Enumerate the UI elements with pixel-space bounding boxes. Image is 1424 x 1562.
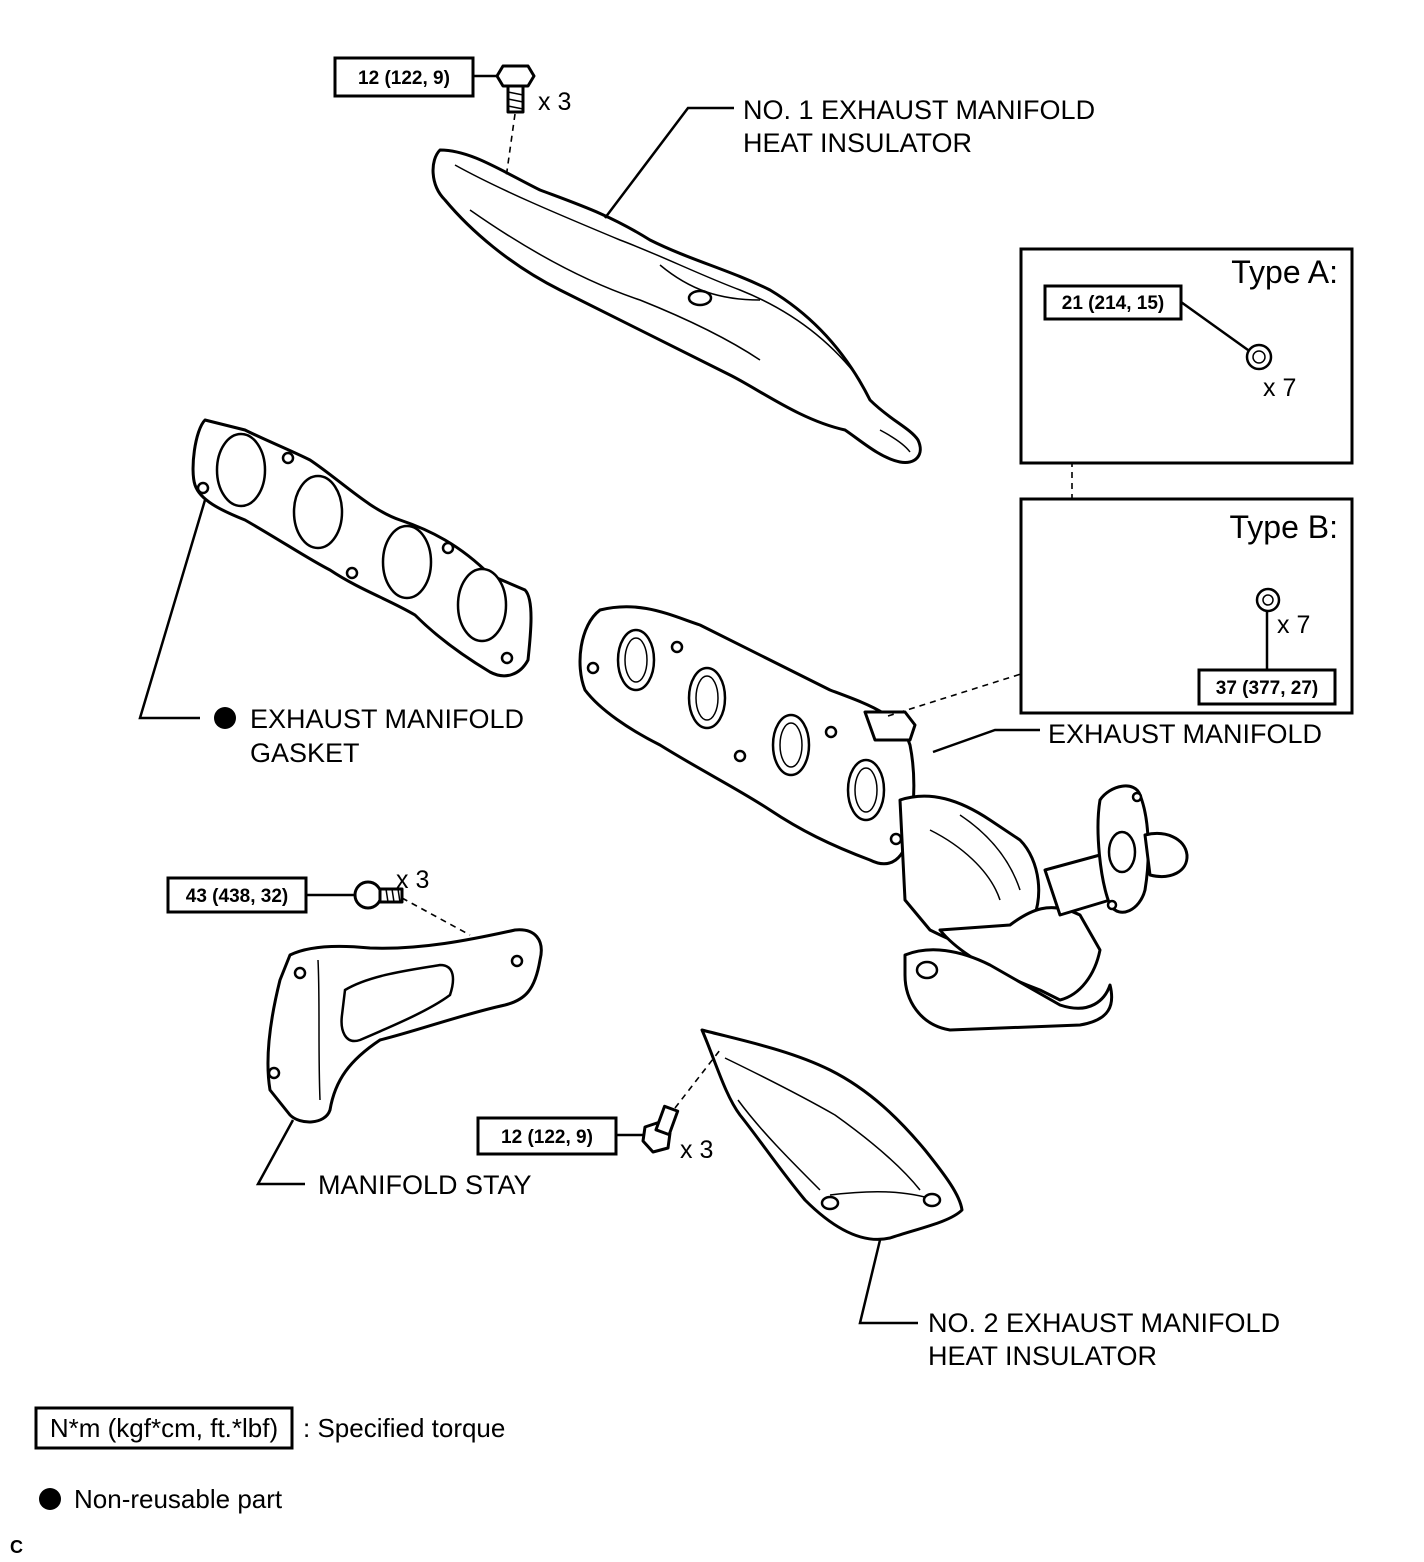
stay-qty: x 3 [396, 866, 429, 894]
gasket-label-line2: GASKET [250, 738, 360, 768]
legend-torque: N*m (kgf*cm, ft.*lbf) : Specified torque [34, 1406, 505, 1450]
nonreusable-dot-icon [39, 1488, 61, 1510]
insulator-1-bolt [495, 64, 536, 179]
exhaust-manifold-part [578, 605, 1189, 1032]
insulator-2-label-line2: HEAT INSULATOR [928, 1341, 1157, 1371]
legend-nonreusable: Non-reusable part [39, 1484, 283, 1514]
insulator-2-qty: x 3 [680, 1136, 713, 1164]
type-a-qty: x 7 [1263, 374, 1296, 402]
exhaust-manifold-gasket-part [191, 418, 533, 678]
corner-code: C [10, 1537, 23, 1557]
insulator-1-label-line1: NO. 1 EXHAUST MANIFOLD [743, 95, 1095, 125]
legend-torque-desc: : Specified torque [303, 1413, 505, 1443]
insulator-1-torque-box: 12 (122, 9) [333, 56, 497, 98]
type-b-torque-text: 37 (377, 27) [1216, 678, 1318, 699]
type-b-qty: x 7 [1277, 611, 1310, 639]
type-a-box: Type A: 21 (214, 15) x 7 [1019, 247, 1354, 465]
insulator-2-torque-box: 12 (122, 9) [476, 1116, 643, 1156]
insulator-2-torque-text: 12 (122, 9) [501, 1127, 593, 1148]
legend-torque-unit: N*m (kgf*cm, ft.*lbf) [50, 1413, 278, 1443]
insulator-2-label-line1: NO. 2 EXHAUST MANIFOLD [928, 1308, 1280, 1338]
no1-heat-insulator-part [431, 148, 922, 465]
insulator-1-torque-text: 12 (122, 9) [358, 68, 450, 89]
insulator-1-qty: x 3 [538, 88, 571, 116]
gasket-nonreusable-dot [214, 707, 236, 729]
type-a-torque-text: 21 (214, 15) [1062, 293, 1164, 314]
type-b-box: Type B: x 7 37 (377, 27) [1019, 497, 1354, 715]
no2-heat-insulator-part [700, 1028, 964, 1241]
type-b-title: Type B: [1230, 509, 1339, 545]
manifold-stay-part [266, 928, 543, 1124]
stay-torque-text: 43 (438, 32) [186, 886, 288, 907]
insulator-2-bolt [641, 1049, 721, 1154]
legend-nonreusable-desc: Non-reusable part [74, 1484, 283, 1514]
type-a-title: Type A: [1231, 254, 1338, 290]
insulator-1-label-line2: HEAT INSULATOR [743, 128, 972, 158]
manifold-stay-label: MANIFOLD STAY [318, 1170, 532, 1200]
stay-torque-box: 43 (438, 32) [166, 876, 355, 914]
gasket-label-line1: EXHAUST MANIFOLD [250, 704, 524, 734]
exhaust-manifold-label: EXHAUST MANIFOLD [1048, 719, 1322, 749]
